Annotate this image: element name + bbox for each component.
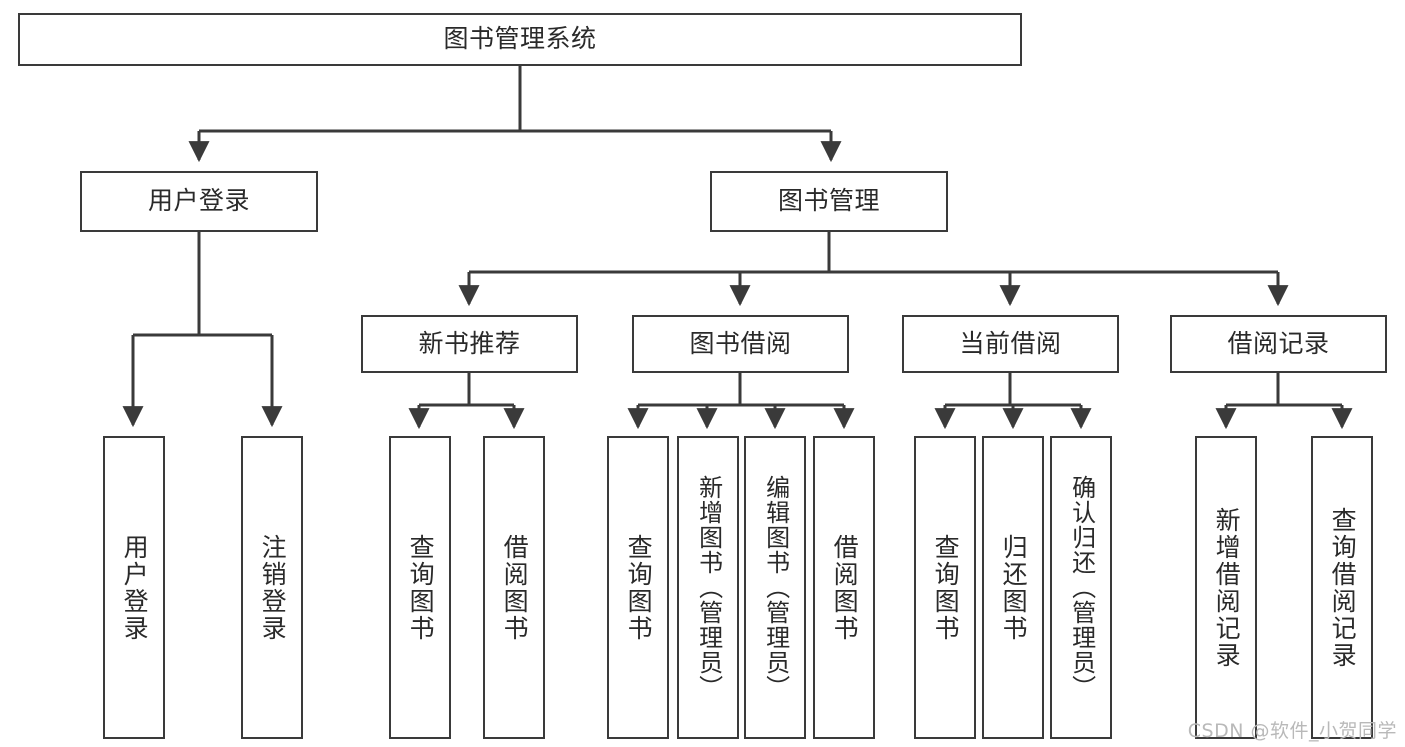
node-user-login-label: 用户登录 <box>147 186 250 216</box>
node-leaf-query-book-cur[interactable]: 查询图书 <box>914 436 976 739</box>
node-user-login[interactable]: 用户登录 <box>80 171 318 232</box>
node-leaf-borrow-book-rec[interactable]: 借阅图书 <box>483 436 545 739</box>
node-root-label: 图书管理系统 <box>443 24 597 54</box>
node-leaf-query-book-cur-label: 查询图书 <box>931 533 961 642</box>
node-leaf-add-book[interactable]: 新增图书（管理员） <box>677 436 739 739</box>
node-root[interactable]: 图书管理系统 <box>18 13 1022 66</box>
node-leaf-return-book[interactable]: 归还图书 <box>982 436 1044 739</box>
node-leaf-add-book-label: 新增图书（管理员） <box>694 475 723 700</box>
node-leaf-query-record-label: 查询借阅记录 <box>1328 506 1358 669</box>
node-book-manage[interactable]: 图书管理 <box>710 171 948 232</box>
node-leaf-borrow-book-label: 借阅图书 <box>830 533 860 642</box>
node-leaf-confirm-return-label: 确认归还（管理员） <box>1067 475 1096 700</box>
node-leaf-user-login[interactable]: 用户登录 <box>103 436 165 739</box>
node-borrow-record[interactable]: 借阅记录 <box>1170 315 1387 373</box>
node-borrow-record-label: 借阅记录 <box>1227 328 1330 358</box>
node-leaf-query-book-rec-label: 查询图书 <box>406 533 436 642</box>
node-leaf-borrow-book-rec-label: 借阅图书 <box>500 533 530 642</box>
node-new-book-rec-label: 新书推荐 <box>418 328 521 358</box>
node-book-borrow[interactable]: 图书借阅 <box>632 315 849 373</box>
node-book-manage-label: 图书管理 <box>777 186 880 216</box>
node-book-borrow-label: 图书借阅 <box>689 328 792 358</box>
node-leaf-logout[interactable]: 注销登录 <box>241 436 303 739</box>
node-leaf-return-book-label: 归还图书 <box>999 533 1029 642</box>
node-leaf-query-book-rec[interactable]: 查询图书 <box>389 436 451 739</box>
node-current-borrow[interactable]: 当前借阅 <box>902 315 1119 373</box>
node-leaf-query-book-borrow-label: 查询图书 <box>624 533 654 642</box>
node-leaf-borrow-book[interactable]: 借阅图书 <box>813 436 875 739</box>
watermark: CSDN @软件_小贺同学 <box>1187 720 1397 742</box>
node-leaf-edit-book[interactable]: 编辑图书（管理员） <box>744 436 806 739</box>
node-leaf-edit-book-label: 编辑图书（管理员） <box>761 475 790 700</box>
node-leaf-add-record[interactable]: 新增借阅记录 <box>1195 436 1257 739</box>
node-current-borrow-label: 当前借阅 <box>959 328 1062 358</box>
node-new-book-rec[interactable]: 新书推荐 <box>361 315 578 373</box>
node-leaf-user-login-label: 用户登录 <box>120 533 150 642</box>
node-leaf-add-record-label: 新增借阅记录 <box>1212 506 1242 669</box>
node-leaf-confirm-return[interactable]: 确认归还（管理员） <box>1050 436 1112 739</box>
node-leaf-query-book-borrow[interactable]: 查询图书 <box>607 436 669 739</box>
node-leaf-query-record[interactable]: 查询借阅记录 <box>1311 436 1373 739</box>
node-leaf-logout-label: 注销登录 <box>258 533 288 642</box>
